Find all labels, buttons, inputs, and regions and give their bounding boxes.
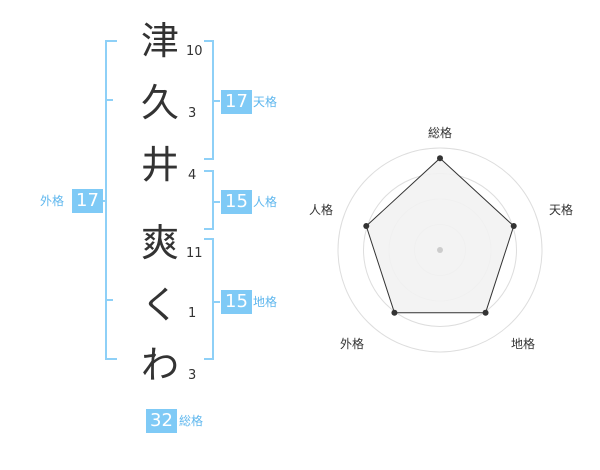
radar-point-chi — [482, 309, 489, 316]
outer-bracket-vertical — [105, 40, 107, 360]
radar-label-gaikaku: 外格 — [340, 337, 365, 351]
jinkaku-bracket-vertical — [212, 170, 214, 230]
jinkaku-bracket-top — [204, 170, 214, 172]
tenkaku-bracket-bottom — [204, 158, 214, 160]
jinkaku-label: 人格 — [253, 195, 278, 209]
tenkaku-bracket-connector — [212, 100, 220, 102]
radar-ring-4 — [337, 147, 543, 353]
gaikaku-label: 外格 — [40, 194, 65, 208]
stroke-count-1: 10 — [186, 44, 203, 59]
chikaku-label: 地格 — [253, 295, 278, 309]
stroke-count-3: 4 — [188, 168, 197, 183]
jinkaku-value-badge: 15 — [221, 190, 252, 214]
chikaku-bracket-connector — [212, 301, 220, 303]
tenkaku-value-badge: 17 — [221, 90, 252, 114]
radar-point-gai — [391, 309, 398, 316]
radar-label-jinkaku: 人格 — [309, 203, 334, 217]
radar-point-jin — [363, 223, 370, 230]
name-char-2: 久 — [140, 81, 179, 125]
gaikaku-value-badge: 17 — [72, 189, 103, 213]
chikaku-bracket-top — [204, 238, 214, 240]
radar-point-ten — [510, 223, 517, 230]
tenkaku-bracket-top — [204, 40, 214, 42]
stroke-count-4: 11 — [186, 246, 203, 261]
radar-point-sou — [437, 155, 443, 162]
stroke-count-6: 3 — [188, 368, 197, 383]
radar-dots — [363, 155, 517, 316]
radar-label-tenkaku: 天格 — [549, 203, 574, 217]
chikaku-bracket-bottom — [204, 358, 214, 360]
tenkaku-label: 天格 — [253, 95, 278, 109]
jinkaku-bracket-bottom — [204, 228, 214, 230]
stroke-count-5: 1 — [188, 306, 197, 321]
name-char-3: 井 — [140, 143, 179, 187]
radar-label-chikaku: 地格 — [511, 337, 536, 351]
name-char-5: く — [140, 283, 179, 327]
radar-polygon — [365, 157, 515, 314]
radar-center-dot — [437, 247, 443, 253]
name-char-1: 津 — [140, 19, 179, 63]
jinkaku-bracket-connector — [212, 201, 220, 203]
soukaku-value-badge: 32 — [146, 409, 177, 433]
outer-bracket-tick-2 — [105, 299, 113, 301]
chikaku-bracket-vertical — [212, 238, 214, 360]
radar-label-soukaku: 総格 — [428, 126, 453, 140]
stroke-count-2: 3 — [188, 106, 197, 121]
soukaku-label: 総格 — [179, 414, 204, 428]
name-char-6: わ — [140, 343, 179, 387]
chikaku-value-badge: 15 — [221, 290, 252, 314]
outer-bracket-top — [105, 40, 117, 42]
outer-bracket-tick-1 — [105, 99, 113, 101]
name-char-4: 爽 — [140, 221, 179, 265]
outer-bracket-bottom — [105, 358, 117, 360]
